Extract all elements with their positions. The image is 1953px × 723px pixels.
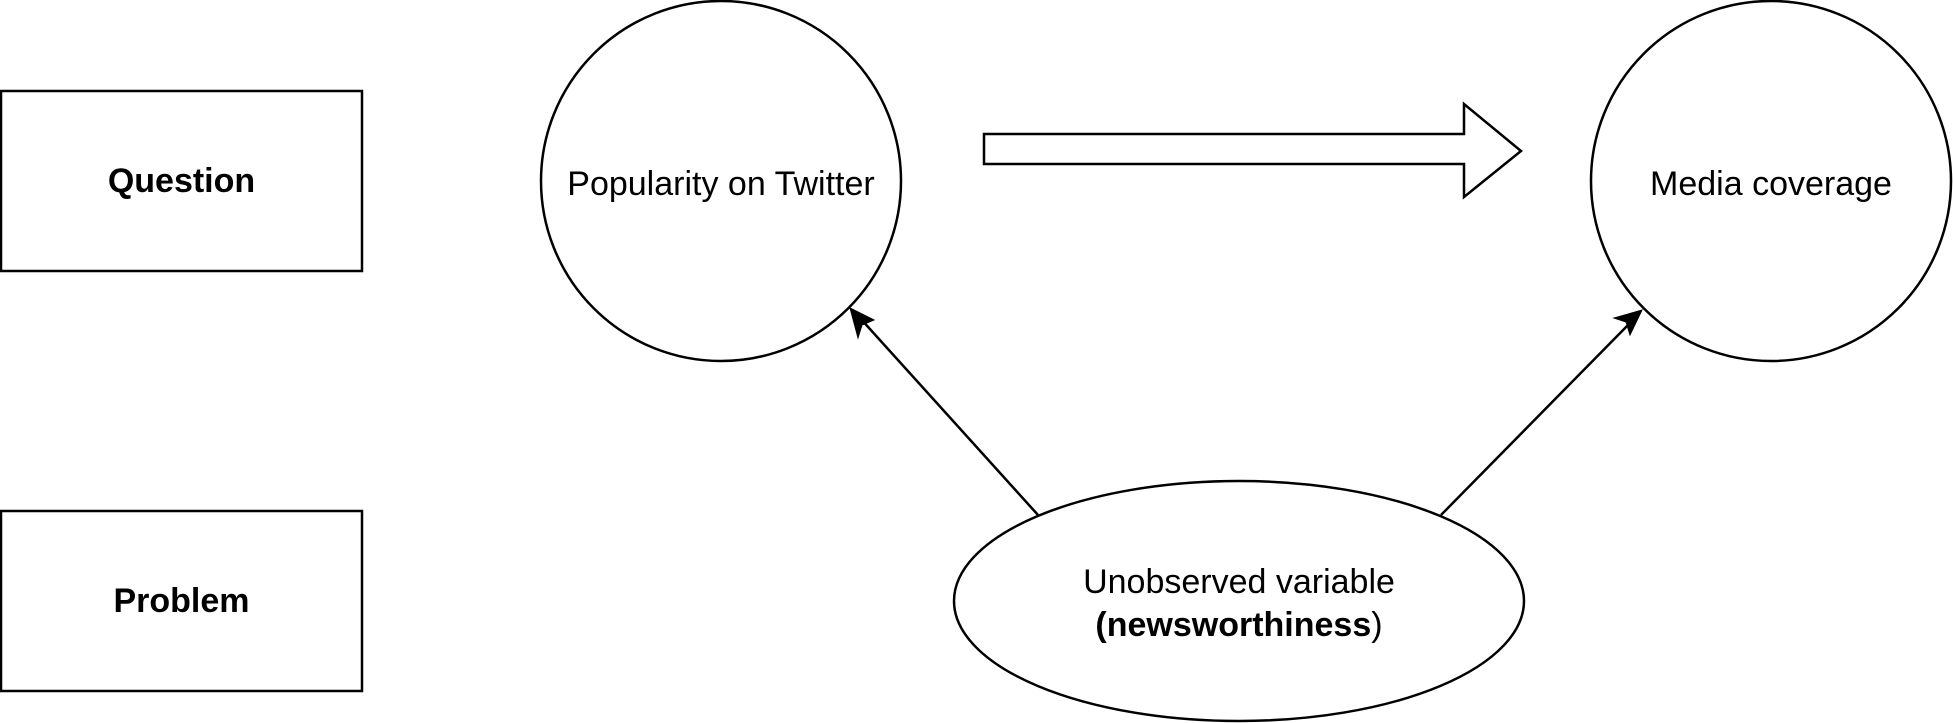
- popularity-label: Popularity on Twitter: [567, 164, 875, 203]
- unobserved-label: Unobserved variable (newsworthiness): [954, 556, 1524, 652]
- unobserved-bold-term: newsworthiness: [1106, 606, 1372, 644]
- question-box: [0, 89, 364, 273]
- block-arrow: [982, 101, 1523, 200]
- problem-label: Problem: [113, 581, 250, 620]
- unobserved-label-line1: Unobserved variable: [1083, 563, 1395, 601]
- problem-box: [0, 509, 364, 693]
- question-label: Question: [107, 161, 256, 200]
- arrowhead-media: [1612, 309, 1643, 337]
- popularity-node: [539, 0, 903, 363]
- unobserved-paren-close: ): [1371, 606, 1383, 644]
- unobserved-paren-open: (: [1095, 606, 1107, 644]
- unobserved-node: [952, 479, 1526, 723]
- media-label: Media coverage: [1650, 164, 1892, 203]
- arrowhead-popularity: [849, 307, 876, 340]
- unobserved-label-line2: (newsworthiness): [1095, 604, 1382, 647]
- edge-unobserved-to-media: [1440, 321, 1632, 516]
- media-node: [1589, 0, 1953, 363]
- edge-unobserved-to-popularity: [859, 317, 1039, 516]
